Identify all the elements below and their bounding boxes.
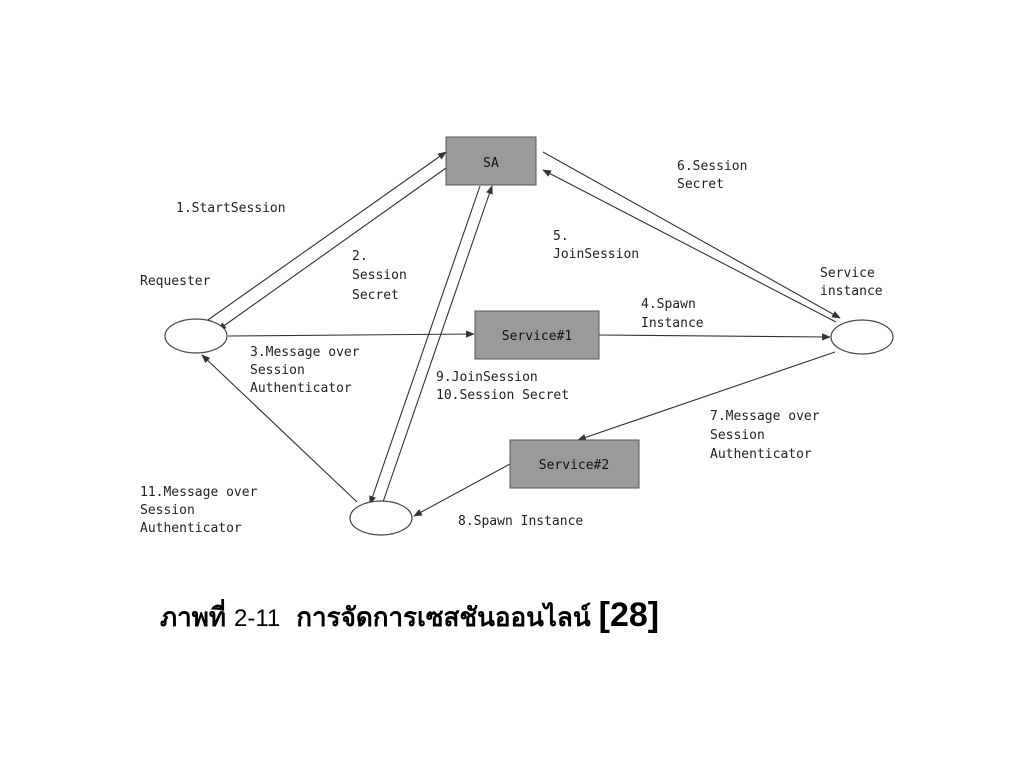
service-instance-node — [830, 319, 894, 355]
sa-node: SA — [445, 136, 537, 186]
figure-word: ภาพที่ — [160, 603, 227, 633]
message-7-label: 7.Message over Session Authenticator — [710, 409, 827, 462]
figure-caption: ภาพที่ 2-11 การจัดการเซสชันออนไลน์[28] — [160, 596, 659, 638]
service2-label: Service#2 — [539, 458, 609, 473]
figure-title: การจัดการเซสชันออนไลน์ — [296, 603, 591, 633]
edge-message-over-session — [227, 330, 475, 338]
join-9-label: 9.JoinSession — [436, 370, 538, 385]
edge-session-secret-6 — [542, 151, 841, 319]
edge-spawn-instance — [597, 333, 831, 341]
edge-message-7 — [577, 351, 836, 441]
secret-6-label: 6.Session Secret — [677, 159, 755, 192]
edge-spawn-8 — [413, 463, 511, 517]
service1-label: Service#1 — [502, 329, 572, 344]
message-11-label: 11.Message over Session Authenticator — [140, 485, 265, 536]
requester-label: Requester — [140, 274, 211, 289]
spawn-4-label: 4.Spawn Instance — [641, 297, 704, 331]
spawn-8-label: 8.Spawn Instance — [458, 514, 583, 529]
edge-session-secret — [217, 167, 447, 331]
start-session-label: 1.StartSession — [176, 201, 286, 216]
figure-reference: [28] — [598, 596, 660, 634]
sa-label: SA — [483, 156, 499, 171]
service-instance-label: Service instance — [820, 266, 883, 299]
join-5-label: 5. JoinSession — [553, 229, 639, 262]
requester-instance-node — [349, 500, 413, 536]
service2-node: Service#2 — [509, 439, 640, 489]
figure-number: 2-11 — [234, 605, 281, 632]
message-3-label: 3.Message over Session Authenticator — [250, 345, 367, 396]
secret-10-label: 10.Session Secret — [436, 388, 569, 403]
edge-start-session — [204, 151, 447, 323]
edge-session-secret-10 — [369, 185, 481, 505]
edge-join-session-9 — [382, 185, 493, 503]
service1-node: Service#1 — [474, 310, 600, 360]
session-secret-2-label: 2. Session Secret — [352, 249, 415, 303]
edge-message-11 — [201, 354, 358, 503]
edge-join-session — [542, 169, 837, 323]
requester-node — [164, 318, 228, 354]
